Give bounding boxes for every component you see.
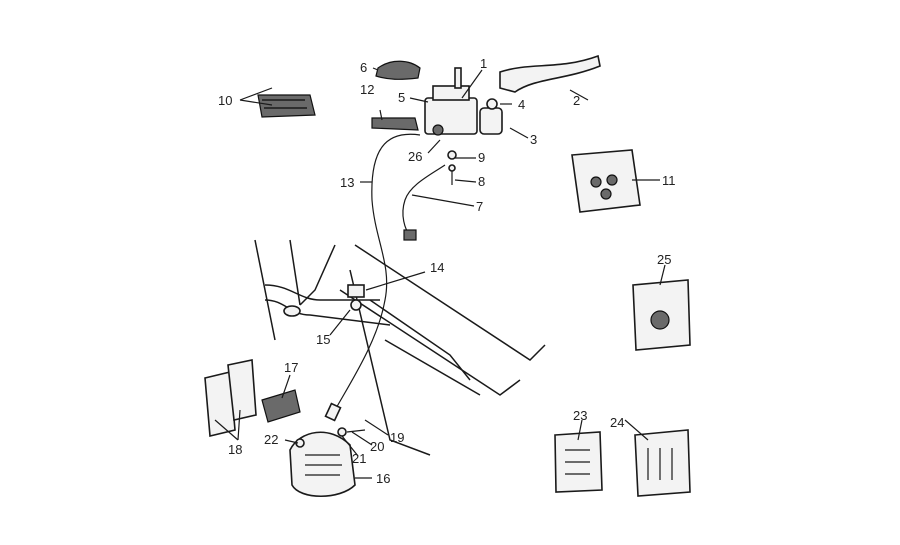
callout-6: 6 [360,60,367,75]
callout-2: 2 [573,93,580,108]
leader-lines [214,67,666,479]
callout-labels: 1 2 3 4 5 6 7 8 9 10 11 12 13 14 15 16 1… [218,56,676,486]
callout-5: 5 [398,90,405,105]
callout-15: 15 [316,332,330,347]
callout-18: 18 [228,442,242,457]
switch-cable [402,164,446,236]
callout-9: 9 [478,150,485,165]
callout-14: 14 [430,260,444,275]
callout-19: 19 [390,430,404,445]
callout-8: 8 [478,174,485,189]
callout-7: 7 [476,199,483,214]
hose-fitting [371,117,419,131]
brake-caliper [289,431,356,497]
callout-3: 3 [530,132,537,147]
callout-11: 11 [662,173,676,188]
callout-20: 20 [370,439,384,454]
callout-16: 16 [376,471,390,486]
callout-25: 25 [657,252,671,267]
brake-lever [499,54,601,93]
switch-connector [403,229,417,241]
callout-21: 21 [352,451,366,466]
pad-spring [261,389,301,423]
callout-10: 10 [218,93,232,108]
part-kit-25 [632,279,691,351]
master-cylinder [424,67,503,136]
lever-boot [375,60,421,80]
callout-1: 1 [480,56,487,71]
callout-13: 13 [340,175,354,190]
part-kit-24 [634,429,691,497]
part-kit-23 [554,431,603,493]
callout-24: 24 [610,415,624,430]
callout-12: 12 [360,82,374,97]
brake-pads [204,359,257,437]
callout-22: 22 [264,432,278,447]
hose-end-fitting [324,402,342,422]
hose-bracket [347,284,365,311]
brake-hose [334,133,421,411]
part-kit-10 [257,94,316,118]
callout-4: 4 [518,97,525,112]
frame-tubes [254,239,546,456]
bolts-8-9 [447,150,457,185]
callout-17: 17 [284,360,298,375]
part-kit-11 [571,149,641,213]
callout-26: 26 [408,149,422,164]
callout-23: 23 [573,408,587,423]
